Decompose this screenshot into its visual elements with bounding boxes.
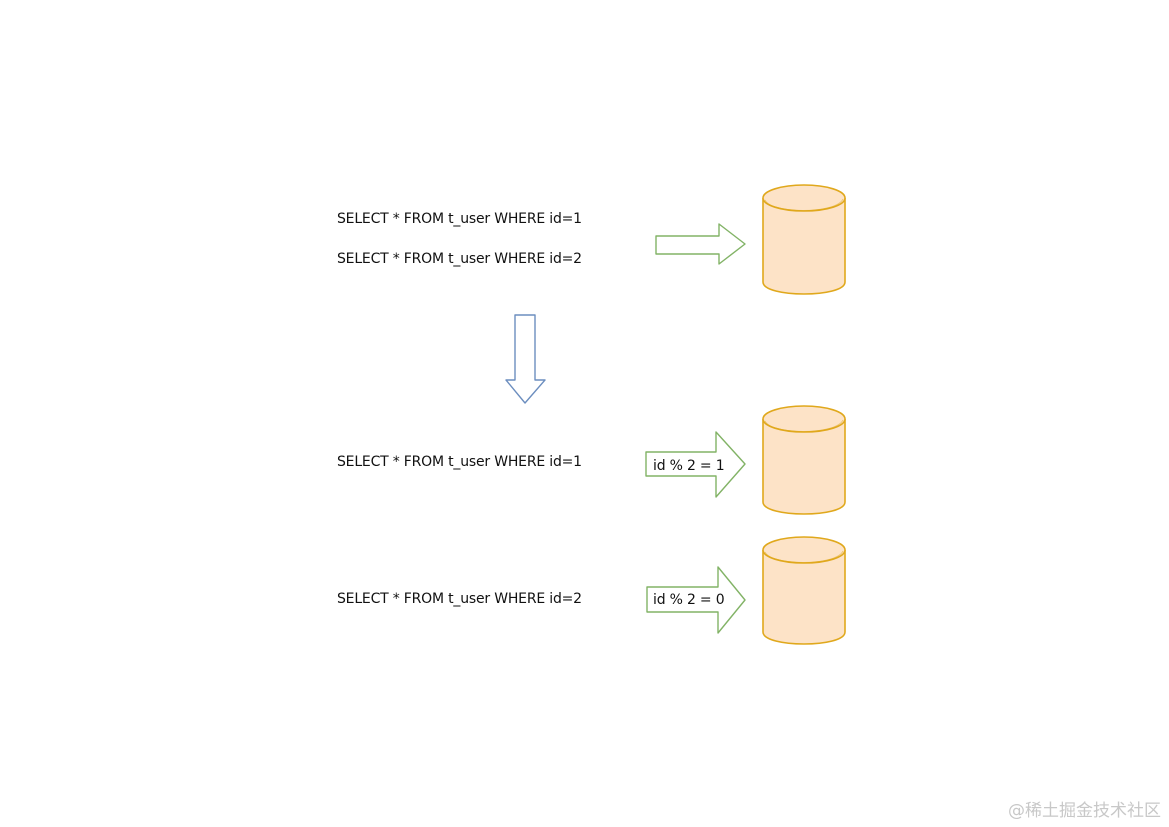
- shard-condition-label: id % 2 = 0: [653, 592, 725, 608]
- route-arrow-icon: [645, 431, 746, 498]
- transform-arrow-icon: [505, 314, 546, 404]
- sql-query-text: SELECT * FROM t_user WHERE id=1: [337, 211, 582, 227]
- watermark: @稀土掘金技术社区: [1008, 801, 1161, 821]
- sql-query-text: SELECT * FROM t_user WHERE id=2: [337, 251, 582, 267]
- database-icon: [762, 536, 846, 645]
- sql-query-text: SELECT * FROM t_user WHERE id=1: [337, 454, 582, 470]
- route-arrow-icon: [655, 223, 746, 265]
- route-arrow-icon: [646, 566, 746, 634]
- database-icon: [762, 184, 846, 295]
- shard-condition-label: id % 2 = 1: [653, 458, 725, 474]
- sql-query-text: SELECT * FROM t_user WHERE id=2: [337, 591, 582, 607]
- database-icon: [762, 405, 846, 515]
